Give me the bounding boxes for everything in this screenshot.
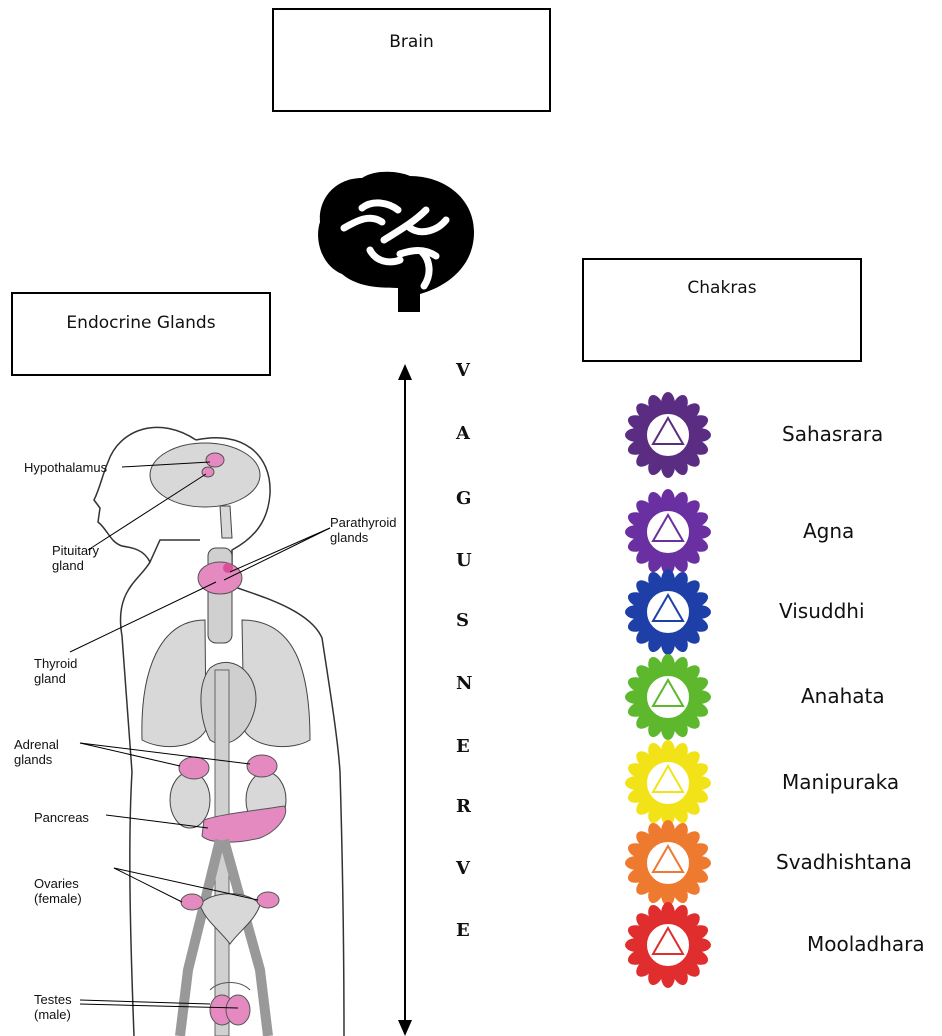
chakras-box-label: Chakras (687, 278, 756, 298)
chakra-name: Sahasrara (782, 422, 883, 446)
chakra-name: Agna (803, 519, 854, 543)
brain-icon (314, 170, 480, 318)
brain-box: Brain (272, 8, 551, 112)
chakra-name: Visuddhi (779, 599, 865, 623)
label-testes: Testes (male) (34, 992, 72, 1022)
vagus-letter: S (456, 610, 469, 631)
vagus-letter: E (456, 920, 470, 941)
vagus-letter: R (456, 796, 471, 817)
endocrine-glands-box: Endocrine Glands (11, 292, 271, 376)
chakra-icon (623, 738, 713, 828)
vagus-letter: A (456, 423, 470, 444)
chakra-name: Manipuraka (782, 770, 899, 794)
label-ovaries: Ovaries (female) (34, 876, 82, 906)
vagus-letter: N (456, 673, 472, 694)
label-thyroid-gland: Thyroid gland (34, 656, 77, 686)
vagus-letter: V (456, 360, 470, 381)
chakra-icon (623, 567, 713, 657)
chakra-icon (623, 818, 713, 908)
chakra-icon (623, 652, 713, 742)
chakra-icon (623, 487, 713, 577)
chakras-box: Chakras (582, 258, 862, 362)
label-parathyroid-glands: Parathyroid glands (330, 515, 396, 545)
vagus-arrow (392, 364, 418, 1036)
label-adrenal-glands: Adrenal glands (14, 737, 59, 767)
chakra-icon (623, 390, 713, 480)
label-pituitary-gland: Pituitary gland (52, 543, 99, 573)
chakra-name: Anahata (801, 684, 885, 708)
label-pancreas: Pancreas (34, 810, 89, 825)
label-hypothalamus: Hypothalamus (24, 460, 107, 475)
brain-box-label: Brain (389, 32, 434, 52)
chakra-name: Svadhishtana (776, 850, 912, 874)
endocrine-figure (10, 410, 370, 1036)
chakra-name: Mooladhara (807, 932, 925, 956)
endocrine-box-label: Endocrine Glands (66, 313, 215, 333)
vagus-letter: G (456, 488, 471, 509)
vagus-letter: U (456, 550, 472, 571)
vagus-letter: V (456, 858, 470, 879)
chakra-icon (623, 900, 713, 990)
vagus-letter: E (456, 736, 470, 757)
